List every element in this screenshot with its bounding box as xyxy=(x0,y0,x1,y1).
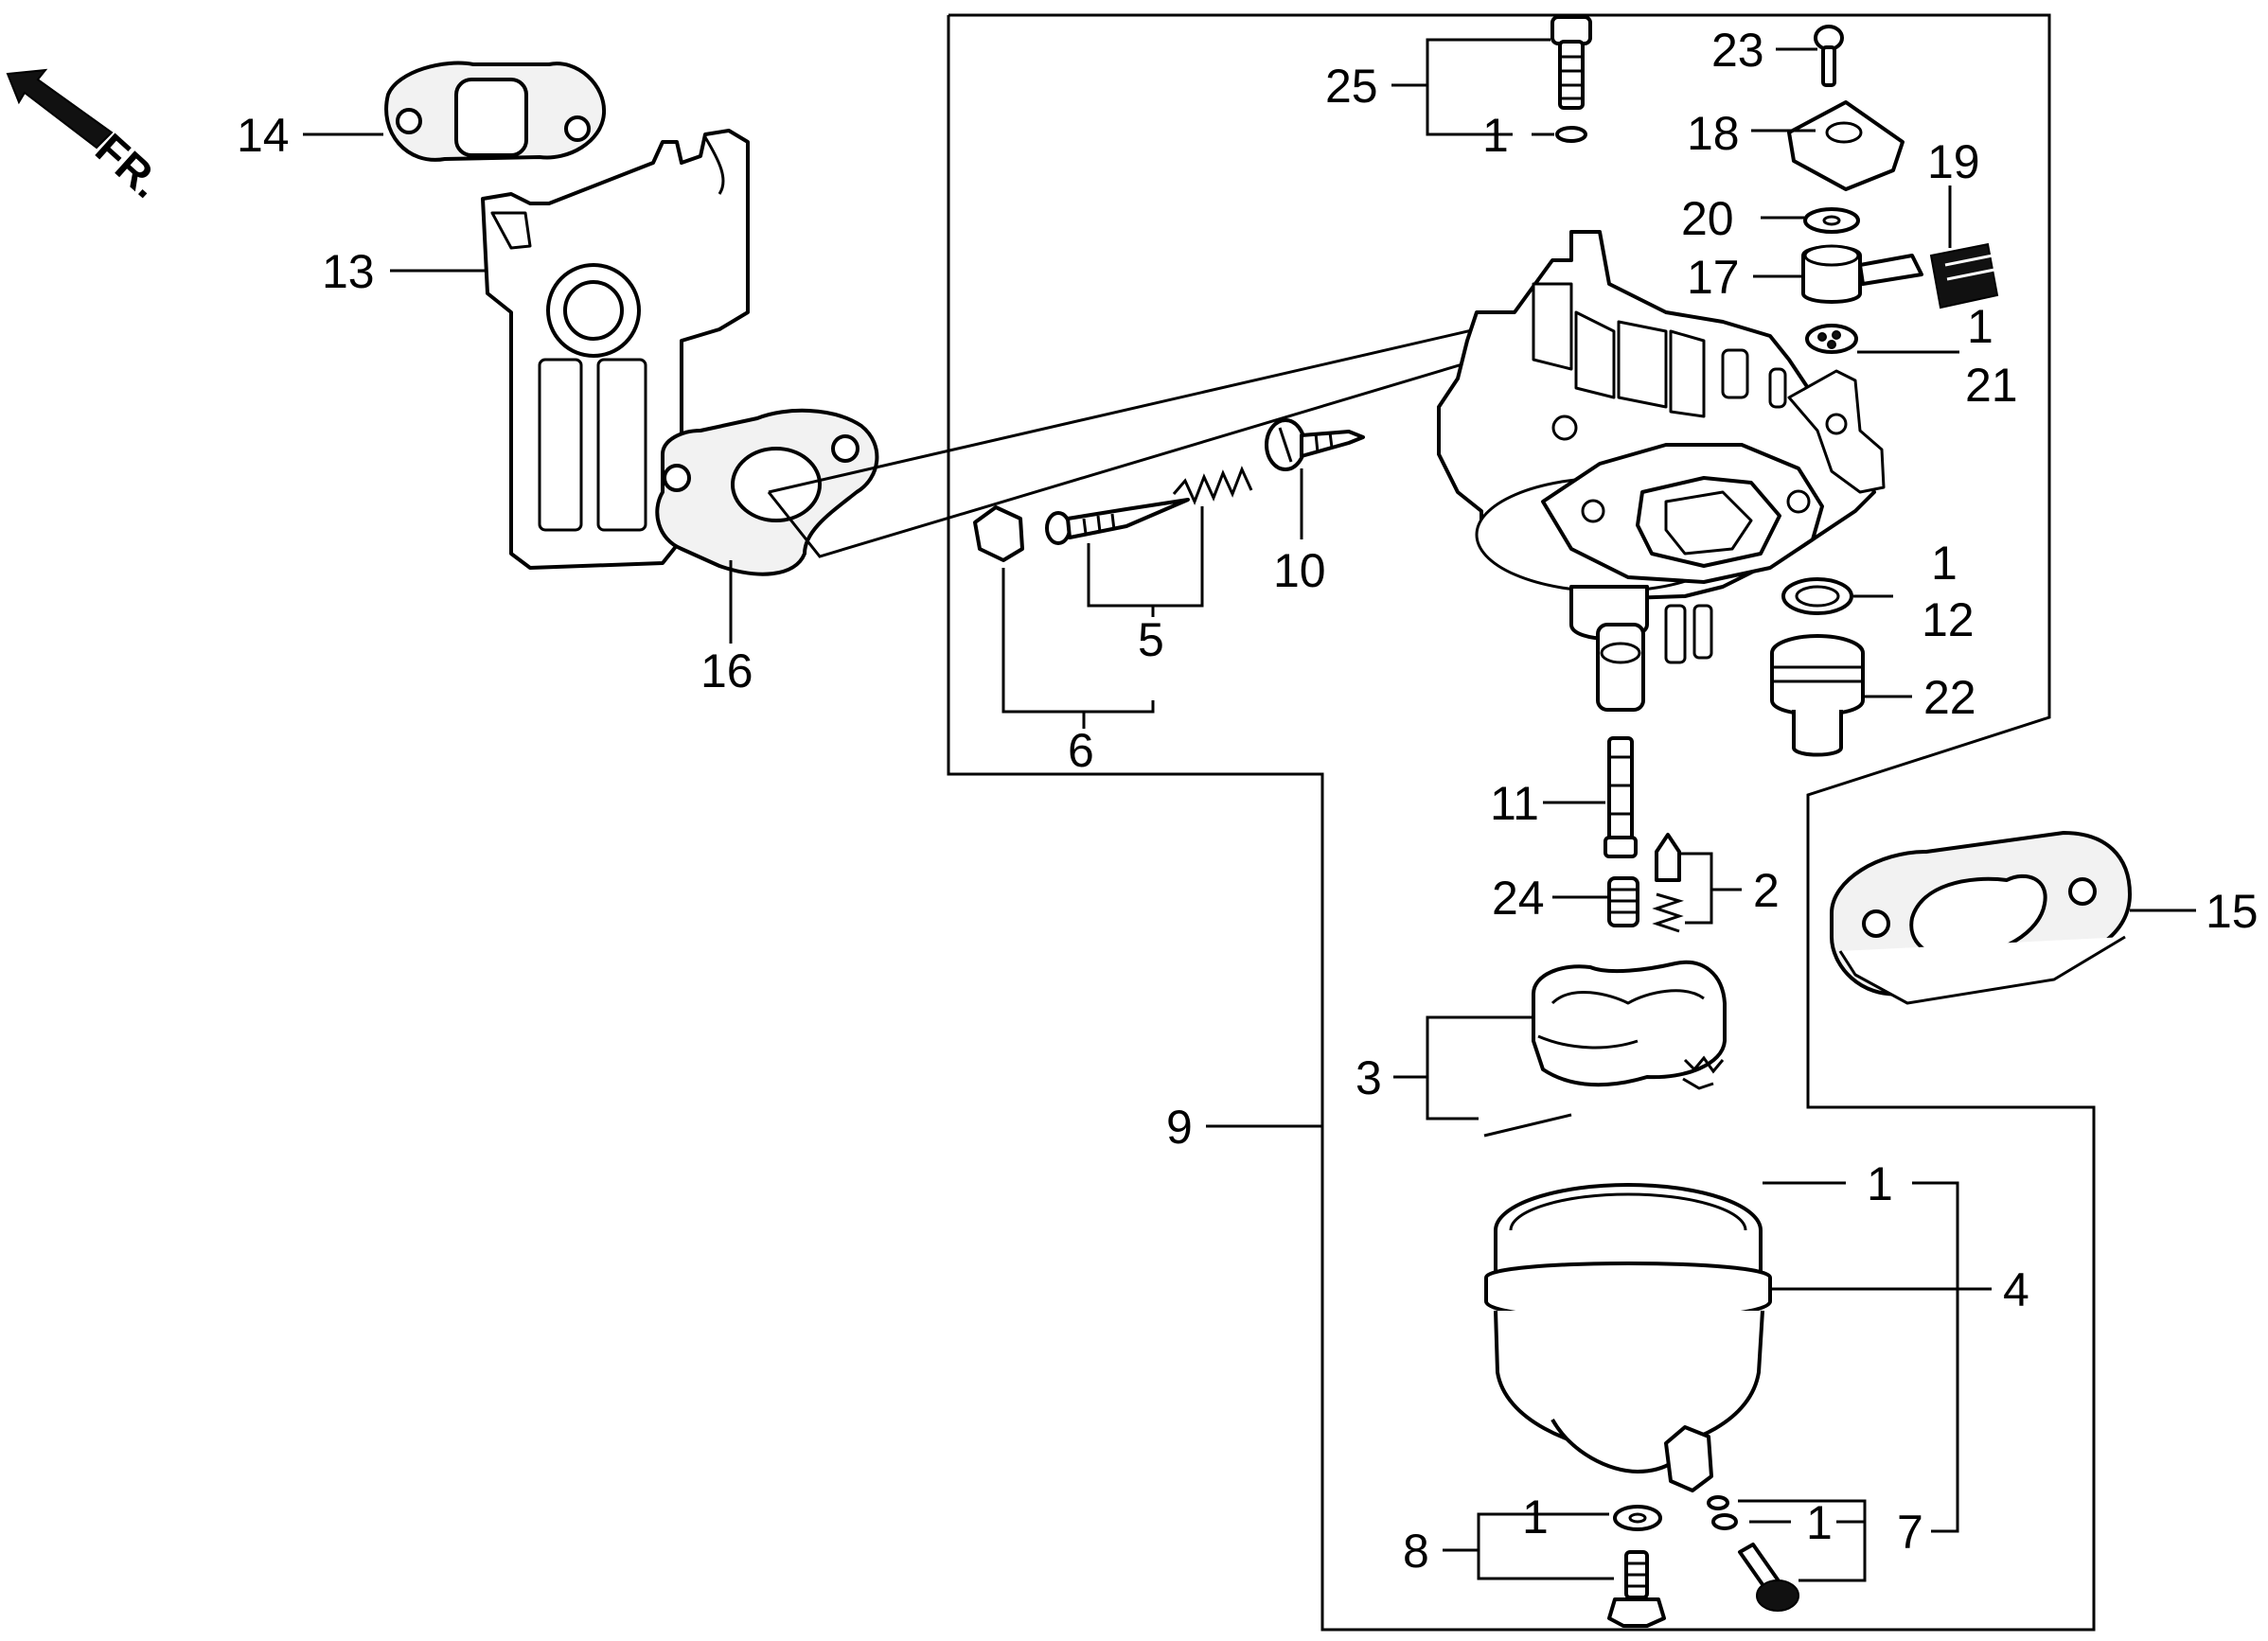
callout-2: 2 xyxy=(1753,864,1780,917)
callout-1-screw: 1 xyxy=(1806,1496,1833,1549)
part-16-gasket xyxy=(655,408,879,576)
callout-23: 23 xyxy=(1711,24,1764,77)
callout-15: 15 xyxy=(2206,885,2259,938)
part-11-main-nozzle xyxy=(1604,736,1638,858)
part-24-main-jet xyxy=(1607,876,1639,927)
callout-6: 6 xyxy=(1068,724,1094,777)
part-3-float xyxy=(1532,960,1727,1090)
callout-10: 10 xyxy=(1273,544,1326,597)
part-17-lever xyxy=(1801,244,1923,304)
callout-labels: 14 13 16 10 5 6 25 1 23 18 20 17 19 1 21… xyxy=(237,24,2259,1578)
part-25-bolt xyxy=(1550,15,1592,110)
gasket-16-pointer-line xyxy=(767,343,1530,558)
callout-12: 12 xyxy=(1922,593,1975,646)
callout-18: 18 xyxy=(1687,107,1740,160)
part-22-jet-holder xyxy=(1770,634,1865,757)
callout-25: 25 xyxy=(1325,60,1378,113)
leader-lines xyxy=(303,38,2196,1582)
front-direction-arrow: FR. xyxy=(6,68,171,207)
callout-1-top: 1 xyxy=(1482,109,1509,162)
part-3-float-pin xyxy=(1483,1113,1572,1138)
callout-11: 11 xyxy=(1490,777,1539,830)
callout-19: 19 xyxy=(1927,135,1980,188)
part-1-washer-screw-a xyxy=(1707,1495,1729,1510)
part-20-washer-hole xyxy=(1822,215,1841,226)
callout-24: 24 xyxy=(1492,872,1545,925)
part-14-gasket xyxy=(384,61,607,162)
callout-1-chamber: 1 xyxy=(1867,1157,1893,1210)
callout-14: 14 xyxy=(237,109,290,162)
part-18-plate xyxy=(1787,100,1905,191)
part-19-knob xyxy=(1929,242,1999,309)
callout-1-oring: 1 xyxy=(1931,537,1958,590)
part-23-screw xyxy=(1814,25,1844,87)
callout-17: 17 xyxy=(1687,251,1740,304)
callout-22: 22 xyxy=(1923,671,1976,724)
callout-3: 3 xyxy=(1355,1051,1382,1104)
part-10-screw xyxy=(1265,418,1365,471)
part-1-washer-a xyxy=(1555,126,1587,143)
callout-1-knob: 1 xyxy=(1967,300,1993,353)
part-21-filter xyxy=(1805,324,1858,354)
part-5-spring xyxy=(1172,466,1253,505)
gasket-16-pointer-line-b xyxy=(768,326,1485,494)
callout-9: 9 xyxy=(1166,1101,1193,1154)
part-4-float-chamber xyxy=(1484,1183,1772,1492)
part-15-gasket xyxy=(1830,831,2132,1005)
callout-21: 21 xyxy=(1965,359,2018,412)
part-8-drain-bolt xyxy=(1607,1550,1666,1628)
part-5-pilot-screw xyxy=(1045,498,1190,545)
callout-16: 16 xyxy=(700,644,753,697)
part-2-float-valve xyxy=(1652,833,1685,933)
callout-1-drain: 1 xyxy=(1522,1491,1549,1544)
callout-7: 7 xyxy=(1897,1506,1923,1559)
part-1-washer-screw-b xyxy=(1711,1513,1738,1530)
carburetor-assembly-boundary xyxy=(947,13,2096,1632)
part-6-limiter-cap xyxy=(973,505,1024,562)
callout-4: 4 xyxy=(2003,1263,2029,1316)
callout-20: 20 xyxy=(1681,192,1734,245)
callout-8: 8 xyxy=(1403,1525,1429,1578)
carburetor-body xyxy=(1437,230,1886,712)
callout-13: 13 xyxy=(322,245,375,298)
part-7-drain-screw xyxy=(1738,1543,1799,1612)
callout-5: 5 xyxy=(1138,613,1164,666)
